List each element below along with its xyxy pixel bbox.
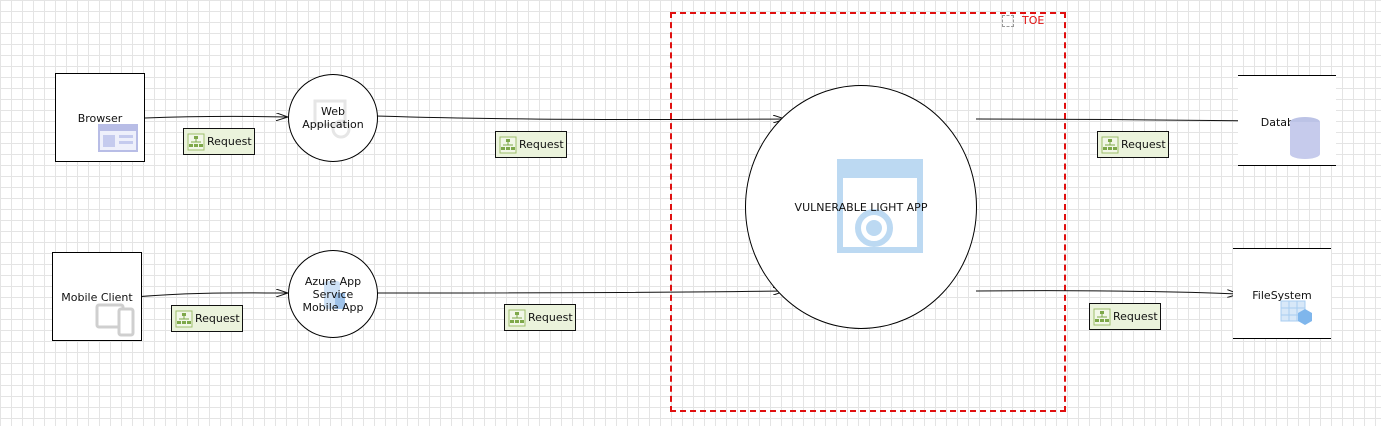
flow-label-mobile-azure[interactable]: Request	[171, 305, 243, 332]
flow-label-text: Request	[207, 135, 252, 148]
data-store-filesystem[interactable]: FileSystem	[1233, 248, 1331, 339]
external-entity-browser[interactable]: Browser	[55, 73, 145, 162]
external-entity-mobile-client[interactable]: Mobile Client	[52, 252, 142, 341]
azure-mobile-icon	[324, 281, 345, 309]
flow-label-azure-vla[interactable]: Request	[504, 304, 576, 331]
store-label: FileSystem	[1252, 289, 1312, 302]
data-store-database[interactable]: Database	[1238, 75, 1336, 166]
flow-label-webapp-vla[interactable]: Request	[495, 131, 567, 158]
request-flow-icon	[175, 310, 193, 327]
filesystem-icon	[1280, 300, 1312, 325]
request-flow-icon	[499, 136, 517, 153]
process-label: VULNERABLE LIGHT APP	[794, 200, 928, 214]
flow-label-text: Request	[528, 311, 573, 324]
browser-icon	[98, 124, 138, 152]
process-vulnerable-light-app[interactable]: VULNERABLE LIGHT APP	[745, 85, 977, 329]
request-flow-icon	[1093, 308, 1111, 325]
flow-line-webapp-vla	[376, 116, 784, 120]
process-label: Web Application	[302, 105, 364, 131]
request-flow-icon	[508, 309, 526, 326]
entity-label: Browser	[77, 112, 123, 125]
mobile-devices-icon	[95, 303, 135, 337]
boundary-label: TOE	[1022, 14, 1045, 27]
flow-label-text: Request	[1121, 138, 1166, 151]
flow-label-text: Request	[1113, 310, 1158, 323]
flow-line-mobile-azure	[134, 293, 287, 298]
flow-label-browser-webapp[interactable]: Request	[183, 128, 255, 155]
flow-label-vla-database[interactable]: Request	[1097, 131, 1169, 158]
boundary-marker-icon	[1002, 15, 1014, 27]
process-web-application[interactable]: Web Application	[288, 74, 378, 162]
process-label: Azure App Service Mobile App	[302, 274, 364, 314]
web-app-icon	[313, 99, 351, 139]
trust-boundary[interactable]	[670, 12, 1066, 412]
request-flow-icon	[1101, 136, 1119, 153]
flow-line-vla-filesystem	[975, 291, 1238, 294]
database-cylinder-icon	[1290, 117, 1320, 159]
flow-line-vla-database	[975, 119, 1268, 121]
flow-line-browser-webapp	[144, 116, 287, 118]
request-flow-icon	[187, 133, 205, 150]
entity-label: Mobile Client	[61, 291, 133, 304]
flow-label-vla-filesystem[interactable]: Request	[1089, 303, 1161, 330]
flow-label-text: Request	[195, 312, 240, 325]
flow-label-text: Request	[519, 138, 564, 151]
app-window-icon	[837, 159, 923, 253]
process-azure-app-service-mobile-app[interactable]: Azure App Service Mobile App	[288, 250, 378, 338]
flow-line-azure-vla	[376, 291, 784, 293]
